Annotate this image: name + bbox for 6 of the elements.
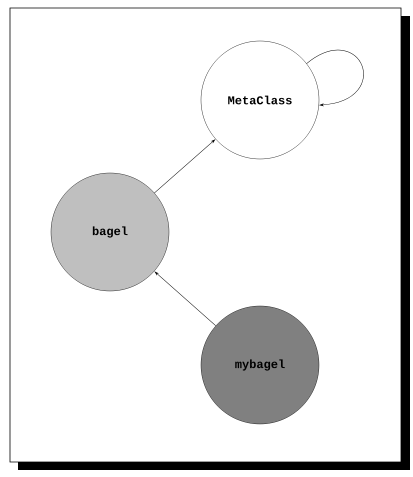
circle-node: mybagel (200, 306, 320, 424)
circle-node: bagel (50, 172, 170, 292)
arrow (154, 139, 216, 194)
arrow (306, 50, 364, 106)
circle-node: MetaClass (200, 40, 320, 160)
arrow (154, 272, 216, 326)
